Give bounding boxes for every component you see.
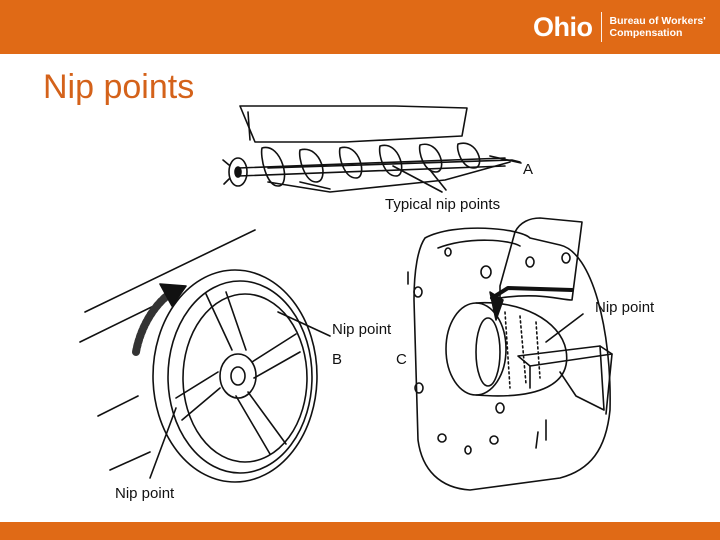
label-b: B [332, 351, 343, 368]
grinder-drawing [407, 217, 613, 491]
header-bar [0, 0, 720, 54]
slide-title: Nip points [43, 68, 195, 106]
label-a: A [523, 161, 534, 178]
logo-divider [600, 12, 602, 42]
footer-bar [0, 522, 720, 540]
logo-word: Ohio [533, 11, 593, 42]
logo-line-1: Bureau of Workers' [609, 15, 706, 27]
logo-org-name: Bureau of Workers' Compensation [610, 15, 706, 39]
logo-line-2: Compensation [609, 27, 683, 39]
label-nip-point-grinder: Nip point [595, 299, 655, 316]
label-c: C [396, 351, 407, 368]
auger-conveyor-drawing [222, 105, 522, 193]
handwheel-drawing [79, 229, 331, 483]
ohio-bwc-logo: Ohio Bureau of Workers' Compensation [533, 10, 706, 44]
label-nip-point-wheel: Nip point [332, 321, 392, 338]
label-typical-nip-points: Typical nip points [385, 196, 501, 213]
label-nip-point-bottom: Nip point [115, 485, 175, 502]
